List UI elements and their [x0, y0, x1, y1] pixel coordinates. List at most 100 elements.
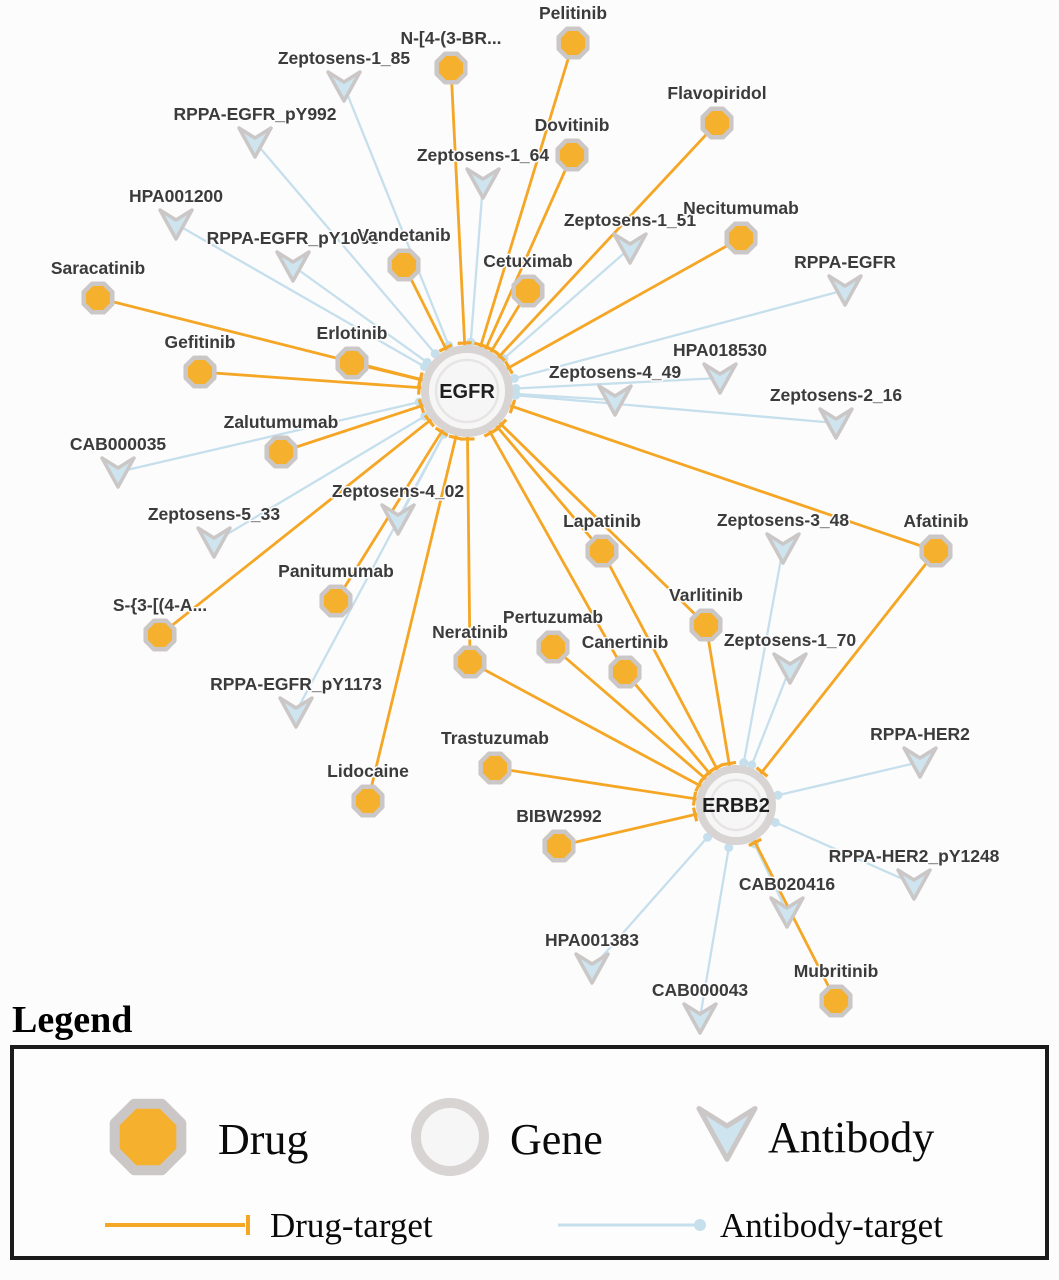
antibody-target-edge-rppa-egfr-py1173-egfr: [294, 390, 469, 713]
label-cab000035: CAB000035: [70, 434, 167, 454]
antibody-node-rppa-her2-py1248[interactable]: [896, 868, 932, 901]
label-pertuzumab: Pertuzumab: [503, 607, 603, 627]
drug-node-flavopiridol[interactable]: [700, 106, 734, 140]
label-zeptosens-1-70: Zeptosens-1_70: [724, 630, 857, 650]
drug-target-edge-lidocaine-egfr: [366, 390, 469, 802]
drug-node-zalutumumab[interactable]: [264, 435, 298, 469]
label-rppa-her2: RPPA-HER2: [870, 724, 970, 744]
legend-icons: [109, 1098, 758, 1176]
drug-node-dovitinib[interactable]: [555, 138, 589, 172]
drug-node-panitumumab[interactable]: [319, 584, 353, 618]
label-layer: Zeptosens-1_85RPPA-EGFR_pY992HPA001200RP…: [49, 2, 1001, 1002]
gene-inner-ring: [709, 778, 763, 832]
label-rppa-egfr-py1068: RPPA-EGFR_pY1068: [207, 228, 380, 248]
label-zeptosens-4-49: Zeptosens-4_49: [549, 362, 682, 382]
drug-node-gefitinib[interactable]: [183, 355, 217, 389]
drug-node-lapatinib[interactable]: [585, 534, 619, 568]
drug-node-pelitinib[interactable]: [556, 26, 590, 60]
antibody-node-zeptosens-1-70[interactable]: [772, 652, 808, 685]
drug-node-erlotinib[interactable]: [335, 346, 369, 380]
drug-octagon-icon: [351, 784, 385, 818]
antibody-chevron-icon: [275, 250, 311, 283]
drug-target-edge-necitumumab-egfr: [466, 236, 742, 393]
antibody-node-zeptosens-5-33[interactable]: [196, 526, 232, 559]
label-bibw2992: BIBW2992: [516, 806, 602, 826]
drug-node-bibw2992[interactable]: [542, 829, 576, 863]
label-rppa-egfr-py992: RPPA-EGFR_pY992: [173, 104, 336, 124]
drug-node-neratinib[interactable]: [453, 645, 487, 679]
label-zeptosens-3-48: Zeptosens-3_48: [717, 510, 850, 530]
drug-target-edge-flavopiridol-egfr: [465, 122, 719, 392]
drug-octagon-icon: [919, 534, 953, 568]
label-hpa018530: HPA018530: [673, 340, 767, 360]
gene-inner-ring: [434, 358, 500, 424]
drug-octagon-icon: [453, 645, 487, 679]
drug-target-tee-icon: [434, 426, 449, 437]
drug-octagon-icon: [319, 584, 353, 618]
drug-node-vandetanib[interactable]: [387, 248, 421, 282]
drug-node-cetuximab[interactable]: [511, 274, 545, 308]
drug-node-canertinib[interactable]: [608, 655, 642, 689]
drug-target-tee-icon: [691, 791, 698, 806]
antibody-node-rppa-egfr-py992[interactable]: [237, 126, 273, 159]
label-zeptosens-2-16: Zeptosens-2_16: [770, 385, 903, 405]
drug-octagon-icon: [608, 655, 642, 689]
antibody-chevron-icon: [326, 70, 362, 103]
antibody-node-zeptosens-2-16[interactable]: [818, 407, 854, 440]
drug-node-varlitinib[interactable]: [689, 608, 723, 642]
antibody-node-cab000043[interactable]: [682, 1002, 718, 1035]
drug-node-lidocaine[interactable]: [351, 784, 385, 818]
drug-node-necitumumab[interactable]: [724, 221, 758, 255]
drug-octagon-icon: [700, 106, 734, 140]
drug-target-tee-icon: [485, 345, 499, 356]
label-flavopiridol: Flavopiridol: [667, 83, 766, 103]
drug-target-edge-n-4-3-br-egfr: [449, 67, 469, 392]
label-cetuximab: Cetuximab: [483, 251, 572, 271]
antibody-node-zeptosens-1-64[interactable]: [465, 167, 501, 200]
antibody-node-cab020416[interactable]: [769, 896, 805, 929]
drug-node-mubritinib[interactable]: [819, 984, 853, 1018]
antibody-chevron-icon: [100, 456, 136, 489]
antibody-chevron-icon: [196, 526, 232, 559]
drug-target-tee-icon: [423, 414, 436, 428]
label-rppa-her2-py1248: RPPA-HER2_pY1248: [829, 846, 1000, 866]
gene-node-egfr[interactable]: EGFR: [421, 345, 513, 437]
antibody-node-zeptosens-3-48[interactable]: [765, 532, 801, 565]
antibody-node-zeptosens-1-51[interactable]: [612, 232, 648, 265]
antibody-chevron-icon: [772, 652, 808, 685]
antibody-target-edge-hpa001200-egfr: [175, 223, 468, 392]
gene-node-erbb2[interactable]: ERBB2: [696, 765, 776, 845]
label-canertinib: Canertinib: [582, 632, 669, 652]
label-cab020416: CAB020416: [739, 874, 836, 894]
antibody-node-rppa-egfr-py1173[interactable]: [278, 696, 314, 729]
antibody-node-rppa-her2[interactable]: [902, 746, 938, 779]
antibody-node-hpa001383[interactable]: [574, 952, 610, 985]
drug-node-saracatinib[interactable]: [81, 281, 115, 315]
drug-node-afatinib[interactable]: [919, 534, 953, 568]
antibody-node-zeptosens-4-49[interactable]: [597, 384, 633, 417]
antibody-node-hpa018530[interactable]: [702, 362, 738, 395]
drug-node-s-3-4-a[interactable]: [143, 618, 177, 652]
drug-node-trastuzumab[interactable]: [478, 751, 512, 785]
antibody-node-cab000035[interactable]: [100, 456, 136, 489]
antibody-node-hpa001200[interactable]: [158, 208, 194, 241]
label-cab000043: CAB000043: [652, 980, 749, 1000]
antibody-node-rppa-egfr[interactable]: [827, 274, 863, 307]
label-lapatinib: Lapatinib: [563, 511, 641, 531]
label-s-3-4-a: S-{3-[(4-A...: [113, 595, 207, 615]
drug-octagon-icon: [81, 281, 115, 315]
drug-octagon-icon: [478, 751, 512, 785]
antibody-chevron-icon: [574, 952, 610, 985]
drug-node-pertuzumab[interactable]: [536, 630, 570, 664]
drug-node-n-4-3-br[interactable]: [434, 51, 468, 85]
antibody-node-zeptosens-4-02[interactable]: [380, 503, 416, 536]
drug-target-edge-lapatinib-erbb2: [600, 550, 738, 806]
label-pelitinib: Pelitinib: [539, 3, 607, 23]
antibody-target-dot-icon: [509, 373, 519, 383]
label-saracatinib: Saracatinib: [51, 258, 145, 278]
legend-gene-circle-icon: [411, 1098, 489, 1176]
antibody-node-rppa-egfr-py1068[interactable]: [275, 250, 311, 283]
antibody-node-zeptosens-1-85[interactable]: [326, 70, 362, 103]
